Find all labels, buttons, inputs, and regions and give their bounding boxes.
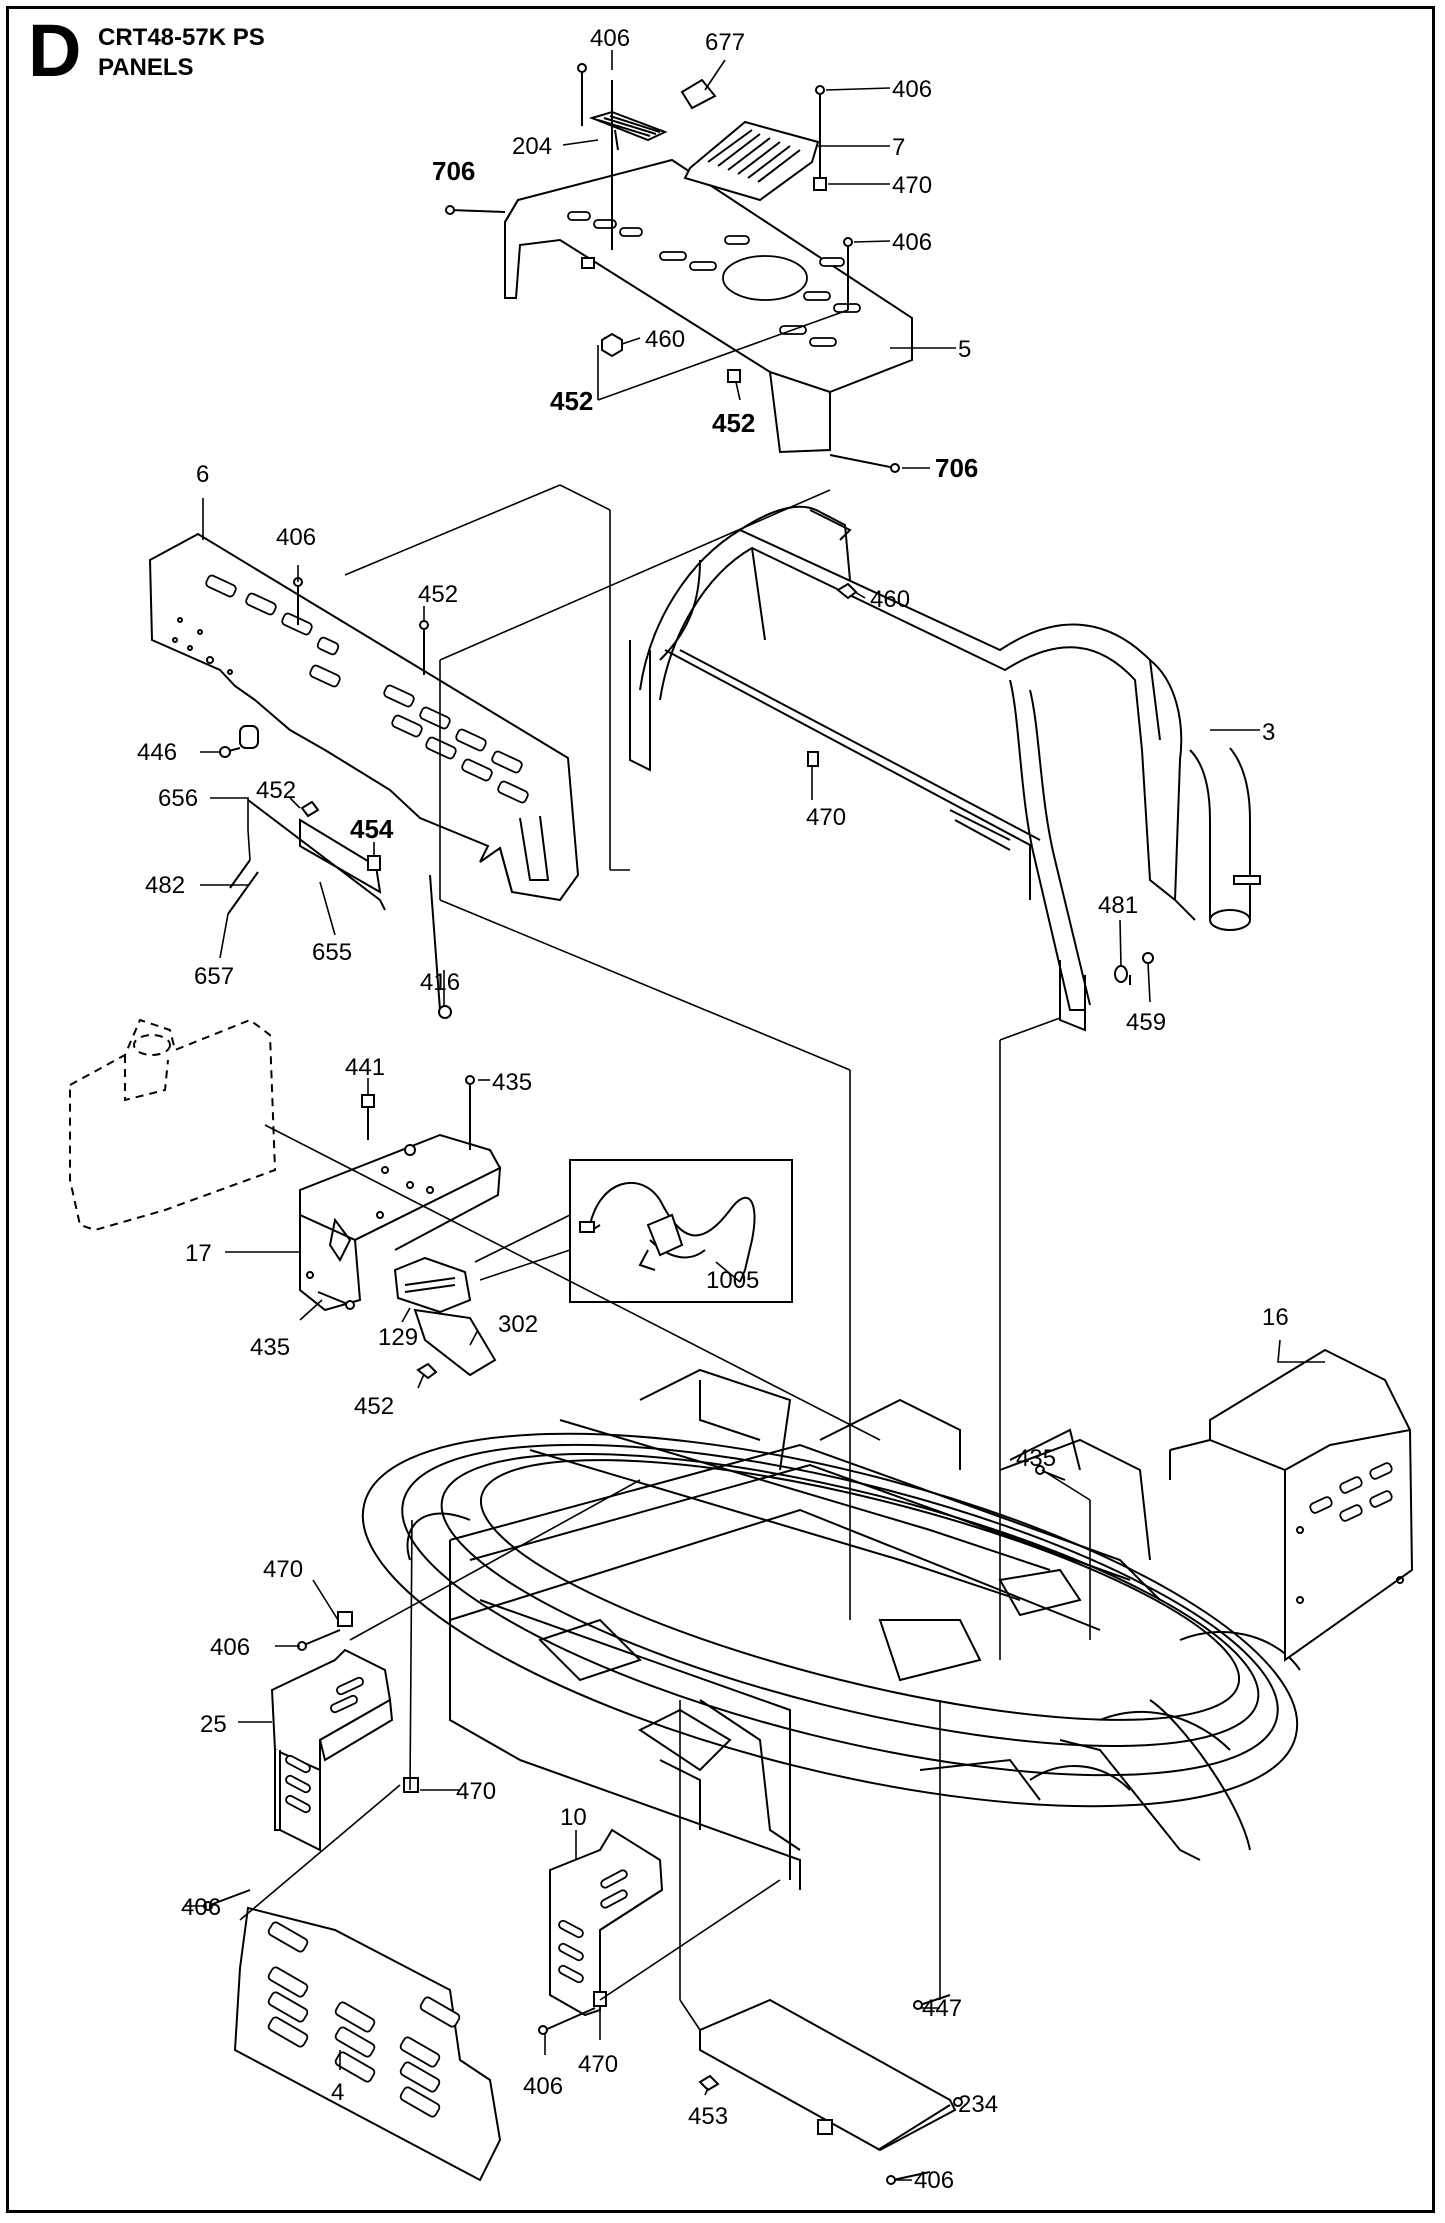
callout-406: 406 bbox=[276, 524, 316, 551]
callout-677: 677 bbox=[705, 29, 745, 56]
callout-234: 234 bbox=[958, 2091, 998, 2118]
control-panel-fasteners bbox=[317, 1075, 475, 1380]
callout-460: 460 bbox=[870, 586, 910, 613]
diagram-title-model: CRT48-57K PS bbox=[98, 24, 265, 51]
callout-406: 406 bbox=[892, 229, 932, 256]
callout-452: 452 bbox=[354, 1393, 394, 1420]
callout-435: 435 bbox=[250, 1334, 290, 1361]
callout-482: 482 bbox=[145, 872, 185, 899]
callout-435: 435 bbox=[1016, 1445, 1056, 1472]
wire-harness-inset bbox=[569, 1159, 793, 1303]
callout-452: 452 bbox=[712, 408, 755, 438]
cover-fasteners bbox=[445, 63, 900, 473]
rear-panel-hardware bbox=[219, 577, 452, 1019]
side-lower-panel bbox=[549, 1828, 664, 2017]
lower-hardware bbox=[203, 1465, 1066, 2185]
callout-441: 441 bbox=[345, 1054, 385, 1081]
callout-302: 302 bbox=[498, 1311, 538, 1338]
callout-10: 10 bbox=[560, 1804, 587, 1831]
callout-470: 470 bbox=[263, 1556, 303, 1583]
ignition-switch bbox=[393, 1256, 497, 1377]
chassis-frame bbox=[406, 1368, 1301, 1890]
section-letter: D bbox=[28, 9, 82, 92]
callout-706: 706 bbox=[935, 453, 978, 483]
callout-452: 452 bbox=[550, 386, 593, 416]
callout-17: 17 bbox=[185, 1240, 212, 1267]
callout-406: 406 bbox=[181, 1894, 221, 1921]
side-panel bbox=[1169, 1348, 1414, 1662]
callout-4: 4 bbox=[331, 2079, 344, 2106]
control-panel-bracket bbox=[299, 1133, 502, 1312]
vent-grille-cover bbox=[683, 120, 820, 202]
diagram-frame bbox=[6, 6, 1435, 2213]
callout-452: 452 bbox=[418, 581, 458, 608]
callout-25: 25 bbox=[200, 1711, 227, 1738]
callout-657: 657 bbox=[194, 963, 234, 990]
callout-706: 706 bbox=[432, 156, 475, 186]
callout-470: 470 bbox=[892, 172, 932, 199]
roll-bar-frame bbox=[629, 505, 1261, 1032]
callout-204: 204 bbox=[512, 133, 552, 160]
callout-406: 406 bbox=[914, 2167, 954, 2194]
fuel-tank-outline bbox=[69, 1018, 277, 1232]
roll-bar-hardware bbox=[807, 751, 1154, 983]
callout-7: 7 bbox=[892, 134, 905, 161]
callout-labels: 406 677 406 204 7 706 470 406 460 5 452 … bbox=[137, 25, 1289, 2194]
callout-406: 406 bbox=[590, 25, 630, 52]
callout-129: 129 bbox=[378, 1324, 418, 1351]
callout-3: 3 bbox=[1262, 719, 1275, 746]
callout-460: 460 bbox=[645, 326, 685, 353]
callout-416: 416 bbox=[420, 969, 460, 996]
callout-453: 453 bbox=[688, 2103, 728, 2130]
callout-16: 16 bbox=[1262, 1304, 1289, 1331]
leader-lines bbox=[185, 50, 1325, 2181]
callout-470: 470 bbox=[456, 1778, 496, 1805]
callout-656: 656 bbox=[158, 785, 198, 812]
callout-655: 655 bbox=[312, 939, 352, 966]
callout-454: 454 bbox=[350, 814, 394, 844]
callout-470: 470 bbox=[578, 2051, 618, 2078]
bottom-plate bbox=[699, 1998, 963, 2152]
callout-6: 6 bbox=[196, 461, 209, 488]
callout-459: 459 bbox=[1126, 1009, 1166, 1036]
callout-1005: 1005 bbox=[706, 1267, 759, 1294]
callout-481: 481 bbox=[1098, 892, 1138, 919]
footrest-pad bbox=[588, 110, 668, 151]
callout-446: 446 bbox=[137, 739, 177, 766]
rear-panel bbox=[148, 532, 580, 902]
callout-406: 406 bbox=[210, 1634, 250, 1661]
diagram-title-section: PANELS bbox=[98, 54, 194, 81]
front-panel bbox=[233, 1906, 502, 2182]
callout-406: 406 bbox=[523, 2073, 563, 2100]
callout-435: 435 bbox=[492, 1069, 532, 1096]
top-cover-panel bbox=[504, 158, 913, 454]
callout-470: 470 bbox=[806, 804, 846, 831]
rear-lower-panel bbox=[270, 1648, 394, 1852]
callout-406: 406 bbox=[892, 76, 932, 103]
callout-447: 447 bbox=[922, 1995, 962, 2022]
callout-5: 5 bbox=[958, 336, 971, 363]
plug-tab bbox=[680, 78, 717, 110]
mower-deck bbox=[361, 1432, 1299, 1808]
callout-452: 452 bbox=[256, 777, 296, 804]
